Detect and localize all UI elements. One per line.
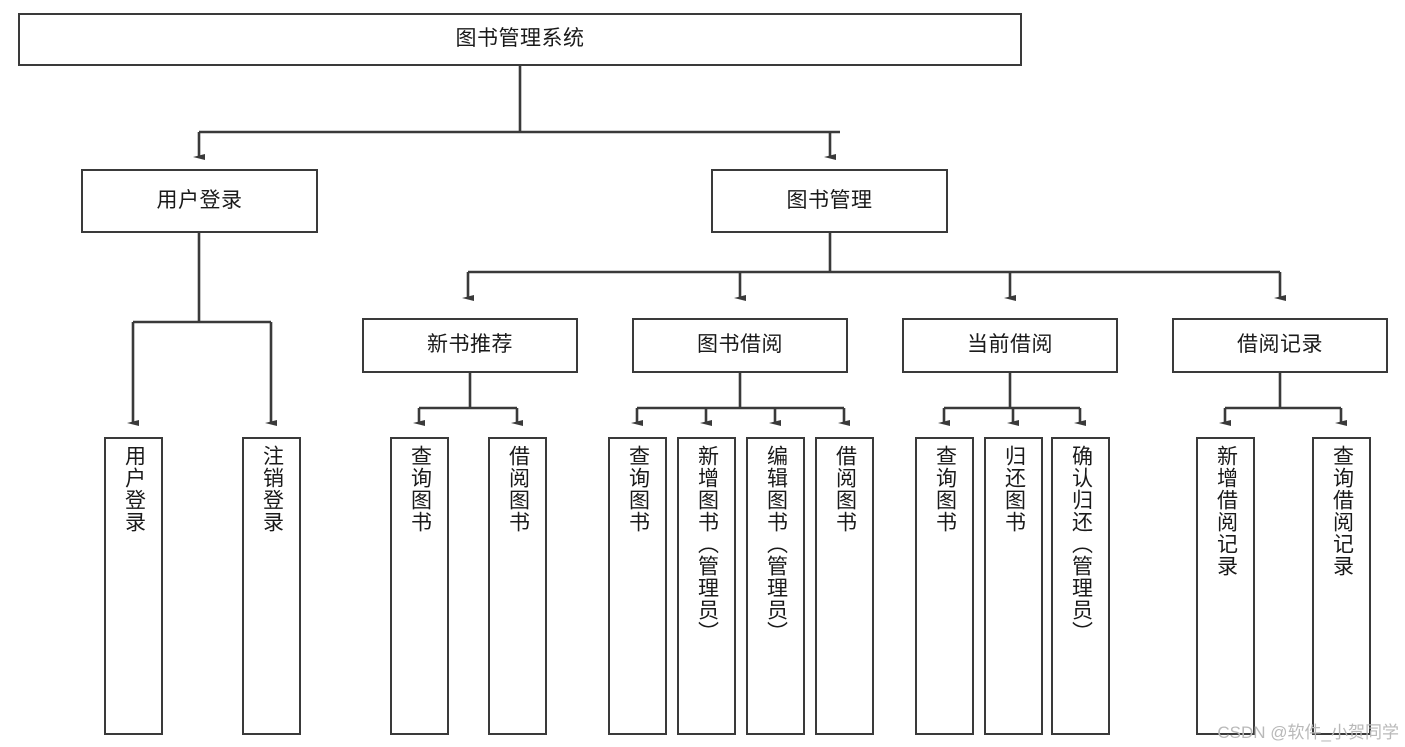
leaf-edit-book-admin[interactable]: 编辑图书（管理员） xyxy=(746,437,805,735)
node-label: 注销登录 xyxy=(260,445,284,533)
leaf-add-book-admin[interactable]: 新增图书（管理员） xyxy=(677,437,736,735)
node-label: 借阅图书 xyxy=(506,445,530,533)
leaf-user-login[interactable]: 用户登录 xyxy=(104,437,163,735)
node-label: 用户登录 xyxy=(122,445,146,533)
leaf-borrow-books-recommend[interactable]: 借阅图书 xyxy=(488,437,547,735)
node-current-borrowing[interactable]: 当前借阅 xyxy=(902,318,1118,373)
node-label: 编辑图书（管理员） xyxy=(764,445,788,643)
leaf-add-borrow-record[interactable]: 新增借阅记录 xyxy=(1196,437,1255,735)
node-label: 新书推荐 xyxy=(427,333,513,357)
node-book-management[interactable]: 图书管理 xyxy=(711,169,948,233)
csdn-watermark: CSDN @软件_小贺同学 xyxy=(1217,723,1399,742)
node-label: 用户登录 xyxy=(156,188,243,212)
node-label: 新增图书（管理员） xyxy=(695,445,719,643)
node-label: 查询图书 xyxy=(408,445,432,533)
node-label: 图书借阅 xyxy=(697,333,783,357)
node-label: 新增借阅记录 xyxy=(1214,445,1238,577)
node-label: 图书管理系统 xyxy=(455,27,585,51)
node-label: 借阅图书 xyxy=(833,445,857,533)
node-label: 查询图书 xyxy=(626,445,650,533)
node-root-library-system[interactable]: 图书管理系统 xyxy=(18,13,1022,66)
leaf-query-books-current[interactable]: 查询图书 xyxy=(915,437,974,735)
leaf-query-borrow-record[interactable]: 查询借阅记录 xyxy=(1312,437,1371,735)
node-book-borrowing[interactable]: 图书借阅 xyxy=(632,318,848,373)
node-label: 查询借阅记录 xyxy=(1330,445,1354,577)
node-label: 查询图书 xyxy=(933,445,957,533)
leaf-return-books[interactable]: 归还图书 xyxy=(984,437,1043,735)
node-label: 当前借阅 xyxy=(967,333,1053,357)
node-label: 借阅记录 xyxy=(1237,333,1323,357)
leaf-confirm-return-admin[interactable]: 确认归还（管理员） xyxy=(1051,437,1110,735)
node-label: 确认归还（管理员） xyxy=(1069,445,1093,643)
node-label: 图书管理 xyxy=(786,188,873,212)
leaf-query-books-recommend[interactable]: 查询图书 xyxy=(390,437,449,735)
node-borrow-records[interactable]: 借阅记录 xyxy=(1172,318,1388,373)
node-new-book-recommendation[interactable]: 新书推荐 xyxy=(362,318,578,373)
leaf-query-books-borrow[interactable]: 查询图书 xyxy=(608,437,667,735)
node-user-login[interactable]: 用户登录 xyxy=(81,169,318,233)
node-label: 归还图书 xyxy=(1002,445,1026,533)
leaf-logout[interactable]: 注销登录 xyxy=(242,437,301,735)
leaf-borrow-books[interactable]: 借阅图书 xyxy=(815,437,874,735)
